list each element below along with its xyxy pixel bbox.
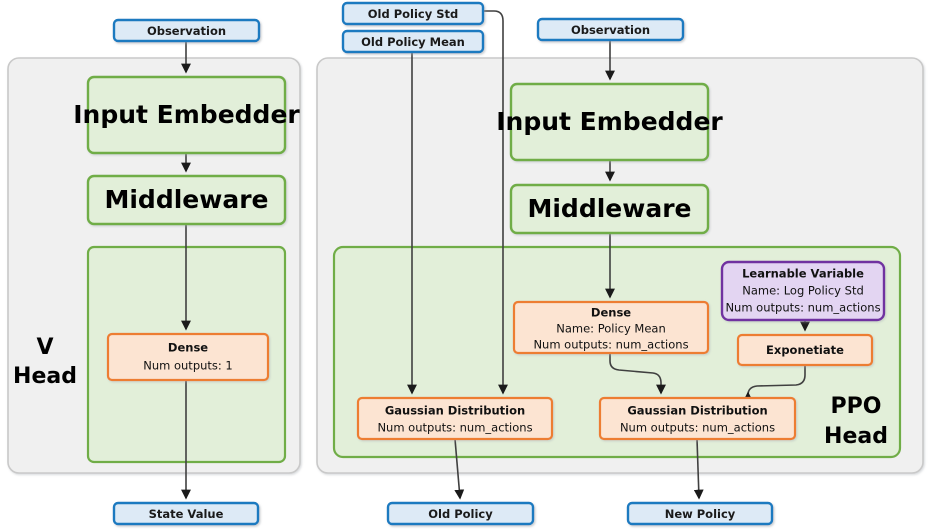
ppo-head-dense-title: Dense — [591, 306, 631, 320]
input-observation-left[interactable]: Observation — [112, 18, 261, 43]
ppo-head-exponetiate[interactable]: Exponetiate — [736, 333, 874, 367]
v-head-middleware[interactable]: Middleware — [86, 174, 287, 226]
ppo-head-gaussian-new-title: Gaussian Distribution — [627, 404, 767, 418]
ppo-head-input-embedder-label: Input Embedder — [496, 107, 723, 136]
ppo-head-group-label-line1: PPO — [831, 394, 882, 419]
output-state-value-label: State Value — [149, 507, 224, 521]
v-head-dense[interactable]: Dense Num outputs: 1 — [106, 332, 270, 382]
ppo-head-exponetiate-label: Exponetiate — [766, 343, 844, 357]
v-head-input-embedder[interactable]: Input Embedder — [73, 75, 300, 155]
input-old-policy-mean[interactable]: Old Policy Mean — [341, 29, 485, 54]
input-old-policy-std[interactable]: Old Policy Std — [341, 1, 485, 26]
v-head-group-label-line2: Head — [13, 364, 77, 389]
v-head-input-embedder-label: Input Embedder — [73, 100, 300, 129]
ppo-head-learnable-variable-title: Learnable Variable — [742, 267, 864, 281]
ppo-head-learnable-variable-num-outputs: Num outputs: num_actions — [725, 301, 880, 315]
ppo-head-dense-policy-mean[interactable]: Dense Name: Policy Mean Num outputs: num… — [512, 300, 710, 355]
output-state-value[interactable]: State Value — [112, 501, 260, 526]
ppo-head-gaussian-old-title: Gaussian Distribution — [385, 404, 525, 418]
v-head-dense-num-outputs: Num outputs: 1 — [143, 359, 233, 373]
edge-dense-to-gaussian-right — [609, 353, 666, 395]
input-observation-right[interactable]: Observation — [536, 17, 685, 42]
ppo-head-learnable-variable[interactable]: Learnable Variable Name: Log Policy Std … — [720, 260, 886, 322]
ppo-head-dense-name: Name: Policy Mean — [556, 322, 666, 336]
input-old-policy-mean-label: Old Policy Mean — [361, 35, 465, 49]
ppo-head-gaussian-distribution-new[interactable]: Gaussian Distribution Num outputs: num_a… — [598, 396, 797, 441]
input-observation-left-label: Observation — [147, 24, 226, 38]
input-observation-right-label: Observation — [571, 23, 650, 37]
v-head-dense-title: Dense — [168, 341, 208, 355]
edge-exponetiate-to-gaussian-right — [743, 365, 806, 402]
ppo-head-gaussian-distribution-old[interactable]: Gaussian Distribution Num outputs: num_a… — [356, 396, 554, 441]
output-new-policy[interactable]: New Policy — [626, 501, 774, 526]
output-old-policy[interactable]: Old Policy — [386, 501, 535, 526]
edge-gaussian-left-to-old-policy — [454, 438, 465, 500]
ppo-head-gaussian-new-num-outputs: Num outputs: num_actions — [620, 421, 775, 435]
ppo-head-learnable-variable-name: Name: Log Policy Std — [742, 284, 864, 298]
ppo-head-middleware-label: Middleware — [527, 194, 691, 223]
ppo-head-group-label-line2: Head — [824, 424, 888, 449]
v-head-group-label-line1: V — [36, 335, 53, 360]
ppo-head-middleware[interactable]: Middleware — [509, 183, 710, 235]
ppo-head-gaussian-old-num-outputs: Num outputs: num_actions — [377, 421, 532, 435]
v-head-middleware-label: Middleware — [104, 185, 268, 214]
output-new-policy-label: New Policy — [665, 507, 736, 521]
ppo-head-input-embedder[interactable]: Input Embedder — [496, 82, 723, 162]
edge-gaussian-right-to-new-policy — [693, 438, 704, 500]
output-old-policy-label: Old Policy — [428, 507, 493, 521]
input-old-policy-std-label: Old Policy Std — [368, 7, 459, 21]
edge-old-policy-std-to-gaussian-left — [483, 10, 508, 395]
ppo-head-dense-num-outputs: Num outputs: num_actions — [533, 338, 688, 352]
